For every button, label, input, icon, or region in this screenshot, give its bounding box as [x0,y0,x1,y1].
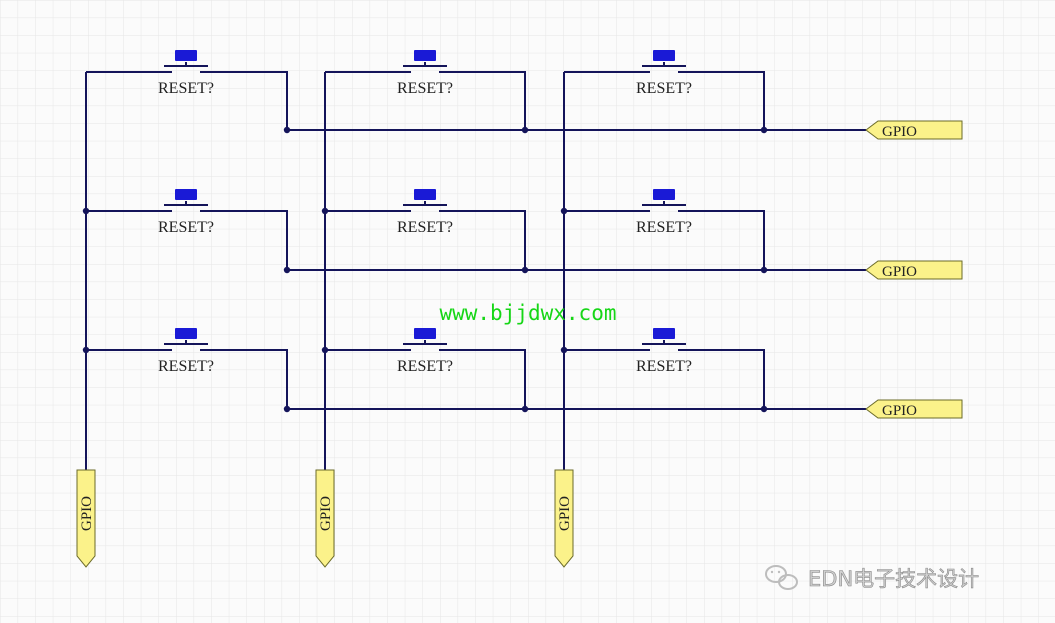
switch-lead-right [206,210,288,270]
switch-label: RESET? [158,358,214,375]
junction-dot-6 [521,266,529,274]
port-label: GPIO [557,496,573,531]
reset-switch-r3c1: RESET? [158,328,214,375]
wechat-icon [765,565,798,590]
junction-dot-1 [521,126,529,134]
reset-switch-r2c1: RESET? [158,189,214,236]
switch-label: RESET? [397,80,453,97]
junction-dot-4 [283,266,291,274]
switch-lead-right [445,71,526,130]
switch-lead-right [206,349,288,409]
switch-cap [653,50,675,61]
junction-dot-2 [760,126,768,134]
switch-lead-right [445,210,526,270]
switch-lead-right [684,71,765,130]
switch-cap [175,50,197,61]
port-label: GPIO [882,403,917,419]
reset-switch-r2c3: RESET? [636,189,692,236]
switch-cap [414,328,436,339]
switch-label: RESET? [636,80,692,97]
reset-switch-r2c2: RESET? [397,189,453,236]
reset-switch-r3c2: RESET? [397,328,453,375]
junction-dot-9 [82,346,90,354]
brand-text: EDN电子技术设计 [808,567,979,591]
junction-dot-7 [560,207,568,215]
port-label: GPIO [882,264,917,280]
switch-label: RESET? [636,358,692,375]
port-label: GPIO [79,496,95,531]
switch-label: RESET? [158,80,214,97]
switch-cap [175,328,197,339]
gpio-port-row-3: GPIO [865,399,963,419]
port-label: GPIO [318,496,334,531]
switch-label: RESET? [397,358,453,375]
brand-watermark: EDN电子技术设计 [765,565,979,591]
switch-cap [653,189,675,200]
port-label: GPIO [882,124,917,140]
switch-label: RESET? [397,219,453,236]
reset-switch-r1c1: RESET? [158,50,214,97]
reset-switch-r1c3: RESET? [636,50,692,97]
junctions [82,126,768,413]
port-shape [865,260,963,280]
junction-dot-11 [321,346,329,354]
website-watermark: www.bjjdwx.com [439,301,616,325]
port-shape [76,469,96,568]
port-shape [315,469,335,568]
ports: GPIO GPIO GPIO GPIO GPIO GPIO [76,120,963,568]
switch-cap [653,328,675,339]
junction-dot-12 [521,405,529,413]
switch-cap [175,189,197,200]
switch-label: RESET? [636,219,692,236]
gpio-port-row-1: GPIO [865,120,963,140]
junction-dot-13 [560,346,568,354]
switch-lead-right [684,210,765,270]
gpio-port-col-2: GPIO [315,469,335,568]
junction-dot-3 [82,207,90,215]
port-shape [554,469,574,568]
junction-dot-5 [321,207,329,215]
switch-label: RESET? [158,219,214,236]
gpio-port-col-1: GPIO [76,469,96,568]
junction-dot-14 [760,405,768,413]
junction-dot-10 [283,405,291,413]
switch-cap [414,50,436,61]
wires [85,71,866,470]
switch-cap [414,189,436,200]
gpio-port-row-2: GPIO [865,260,963,280]
switch-lead-right [684,349,765,409]
junction-dot-8 [760,266,768,274]
switch-lead-right [445,349,526,409]
port-shape [865,120,963,140]
port-shape [865,399,963,419]
reset-switch-r1c2: RESET? [397,50,453,97]
switch-lead-right [206,71,288,130]
gpio-port-col-3: GPIO [554,469,574,568]
reset-switch-r3c3: RESET? [636,328,692,375]
switches: RESET? RESET? RESET? RESET? RESET? RESET? RESE… [158,50,692,375]
junction-dot-0 [283,126,291,134]
